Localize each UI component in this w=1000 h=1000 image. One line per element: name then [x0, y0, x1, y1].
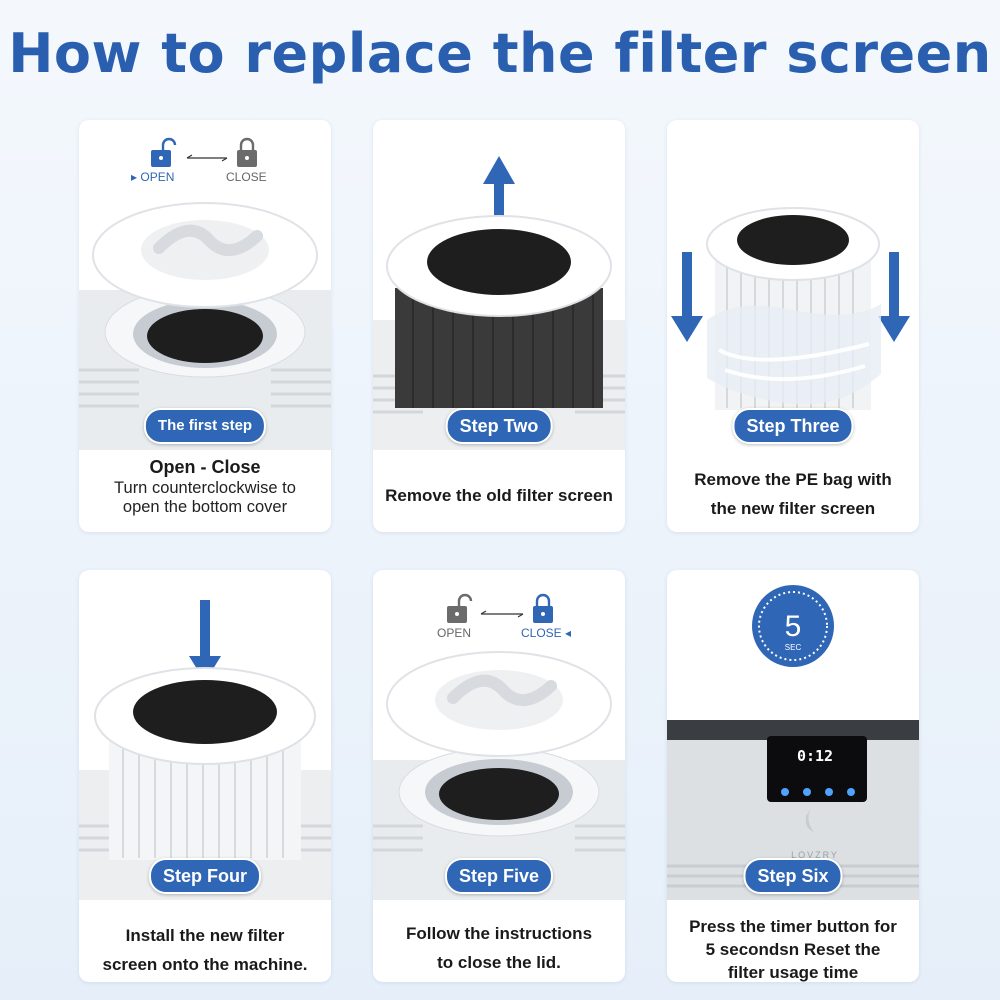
step-caption: Remove the old filter screen — [379, 481, 619, 510]
step-badge: Step Four — [149, 858, 261, 894]
caption-line: Follow the instructions — [405, 924, 593, 943]
lock-indicator: OPEN CLOSE ◂ — [373, 592, 625, 642]
timer-icon: 5 SEC — [752, 585, 834, 667]
cover-removal-illustration — [79, 202, 331, 450]
pe-bag-removal-illustration — [671, 207, 910, 410]
power-icon — [847, 788, 855, 796]
step-caption: Remove the PE bag with the new filter sc… — [673, 465, 913, 523]
caption-line: Press the timer button for — [689, 917, 897, 936]
caption-line: filter usage time — [727, 963, 859, 982]
close-label: CLOSE — [226, 170, 267, 184]
step-card-6: 5 SEC 0:12 LOVZRY Step Six Press the tim… — [667, 570, 919, 982]
brand-logo: LOVZRY — [791, 850, 839, 860]
step-caption: Install the new filter screen onto the m… — [85, 921, 325, 979]
step-card-4: Step Four Install the new filter screen … — [79, 570, 331, 982]
caption-line: Turn counterclockwise to — [114, 479, 296, 497]
lid-closing-illustration — [373, 651, 625, 900]
step-caption: Follow the instructions to close the lid… — [379, 919, 619, 977]
step-badge: Step Five — [444, 858, 554, 894]
timer-unit: SEC — [785, 643, 802, 652]
caption-line: 5 secondsn Reset the — [705, 940, 881, 959]
step-badge: Step Six — [743, 858, 843, 894]
page-title: How to replace the filter screen — [8, 22, 992, 85]
step-card-5: OPEN CLOSE ◂ Step Five Follow the instru… — [373, 570, 625, 982]
step-card-3: Step Three Remove the PE bag with the ne… — [667, 120, 919, 532]
open-label: ▸ OPEN — [131, 170, 175, 184]
lock-indicator: ▸ OPEN CLOSE — [79, 136, 331, 186]
caption-line: Remove the old filter screen — [385, 486, 613, 505]
old-filter-removal-illustration — [373, 156, 625, 450]
caption-line: Install the new filter — [125, 926, 285, 945]
down-arrow-icon — [878, 252, 910, 342]
caption-line: to close the lid. — [437, 953, 561, 972]
timer-reset-illustration: 5 SEC 0:12 LOVZRY — [667, 585, 919, 900]
panel-display: 0:12 — [797, 747, 833, 765]
up-arrow-icon — [483, 156, 515, 244]
step-card-1: ▸ OPEN CLOSE The first step Open - Close… — [79, 120, 331, 532]
step-card-2: Step Two Remove the old filter screen — [373, 120, 625, 532]
unlocked-padlock-icon — [151, 137, 177, 167]
step-badge: Step Two — [445, 408, 553, 444]
step-badge: The first step — [143, 408, 267, 444]
caption-heading: Open - Close — [149, 457, 261, 477]
open-label: OPEN — [437, 626, 472, 640]
locked-padlock-icon — [533, 593, 553, 623]
caption-line: open the bottom cover — [122, 498, 288, 516]
step-badge: Step Three — [732, 408, 854, 444]
caption-line: screen onto the machine. — [102, 955, 308, 974]
caption-line: the new filter screen — [710, 499, 876, 518]
caption-line: Remove the PE bag with — [694, 470, 892, 489]
unlocked-padlock-icon — [447, 593, 473, 623]
down-arrow-icon — [671, 252, 703, 342]
locked-padlock-icon — [237, 137, 257, 167]
control-panel — [767, 736, 867, 802]
step-caption: Open - Close Turn counterclockwise to op… — [85, 456, 325, 517]
close-label: CLOSE ◂ — [521, 626, 572, 640]
new-filter-install-illustration — [79, 600, 331, 900]
step-caption: Press the timer button for 5 secondsn Re… — [673, 915, 913, 982]
timer-number: 5 — [785, 610, 802, 643]
